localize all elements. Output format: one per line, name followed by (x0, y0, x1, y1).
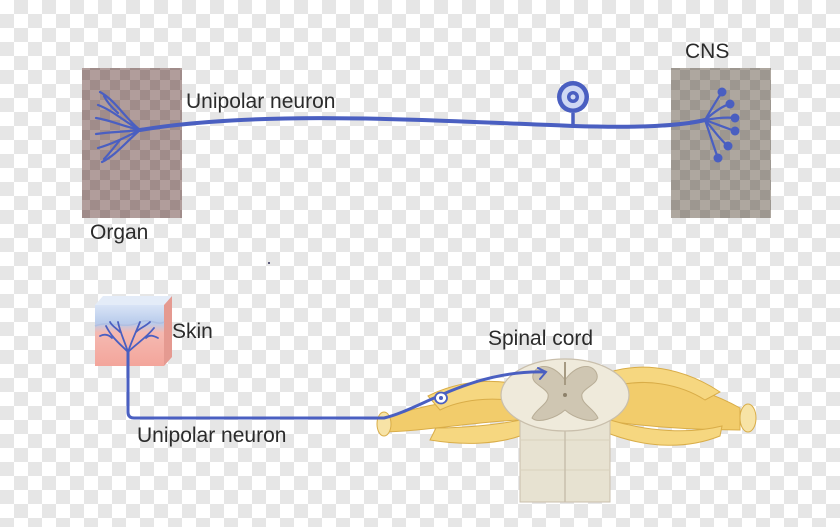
skin-dendrites (99, 321, 159, 353)
synaptic-boutons (713, 87, 740, 163)
organ-block (82, 68, 182, 218)
spinal-cord (500, 358, 630, 503)
organ-label: Organ (90, 221, 148, 244)
cns-label: CNS (685, 40, 729, 63)
cell-body-bottom (434, 391, 448, 405)
unipolar-neuron-label-bottom: Unipolar neuron (137, 424, 286, 447)
cell-body-top (557, 81, 589, 113)
peripheral-dendrites (94, 90, 142, 164)
stray-mark (268, 262, 270, 264)
skin-label: Skin (172, 320, 213, 343)
spinal-nerves (376, 366, 757, 446)
axon-top (138, 116, 707, 132)
spinal-cord-label: Spinal cord (488, 327, 593, 350)
skin-block (94, 296, 172, 366)
unipolar-neuron-label-top: Unipolar neuron (186, 90, 335, 113)
axon-bottom (126, 350, 547, 420)
axon-terminal-arrow (537, 367, 548, 380)
